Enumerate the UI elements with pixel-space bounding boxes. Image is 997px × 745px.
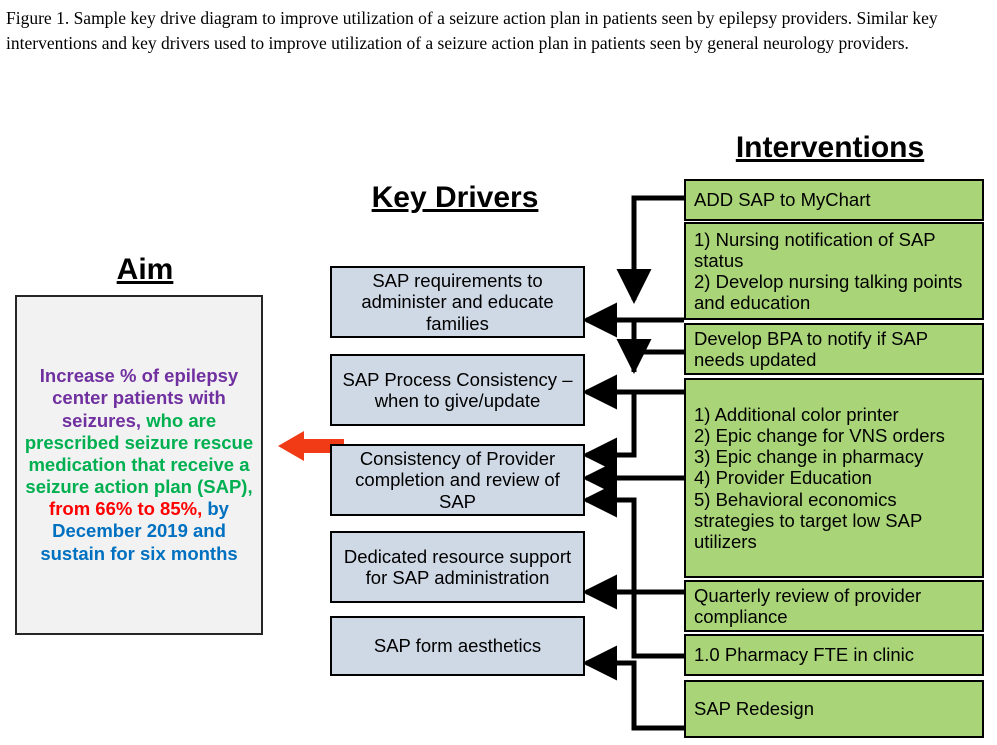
intervention-box-5[interactable]: Quarterly review of provider compliance [684, 580, 984, 632]
intervention-label-6: 1.0 Pharmacy FTE in clinic [694, 644, 915, 666]
key-driver-box-2[interactable]: SAP Process Consistency – when to give/u… [330, 354, 585, 426]
intervention-box-6[interactable]: 1.0 Pharmacy FTE in clinic [684, 634, 984, 676]
key-driver-label-5: SAP form aesthetics [373, 635, 542, 657]
connector-iv5-kd4 [581, 482, 684, 595]
aim-text-segment-1: Increase % of epilepsy center patients w… [39, 365, 239, 431]
intervention-box-7[interactable]: SAP Redesign [684, 680, 984, 738]
intervention-label-5: Quarterly review of provider compliance [694, 584, 922, 627]
aim-box: Increase % of epilepsy center patients w… [15, 295, 263, 635]
key-driver-box-5[interactable]: SAP form aesthetics [330, 616, 585, 676]
intervention-box-4[interactable]: 1) Additional color printer 2) Epic chan… [684, 378, 984, 578]
key-driver-label-4: Dedicated resource support for SAP admin… [343, 545, 572, 588]
key-driver-label-3: Consistency of Provider completion and r… [355, 448, 560, 512]
connector-iv6-kd4 [631, 592, 684, 659]
figure-caption: Figure 1. Sample key drive diagram to im… [6, 8, 938, 53]
connector-iv7-kd5 [581, 645, 684, 731]
connector-iv3-kd2 [616, 339, 684, 375]
connector-iv1-kd1 [616, 195, 684, 305]
key-driver-label-2: SAP Process Consistency – when to give/u… [342, 368, 573, 411]
intervention-box-1[interactable]: ADD SAP to MyChart [684, 179, 984, 221]
interventions-column-heading: Interventions [735, 131, 925, 164]
intervention-label-4: 1) Additional color printer 2) Epic chan… [694, 404, 945, 552]
aim-text-segment-2: who are prescribed seizure rescue medica… [24, 409, 254, 498]
key-driver-label-1: SAP requirements to administer and educa… [361, 270, 554, 334]
intervention-label-1: ADD SAP to MyChart [694, 189, 871, 211]
intervention-label-2: 1) Nursing notification of SAP status 2)… [694, 228, 963, 314]
intervention-box-2[interactable]: 1) Nursing notification of SAP status 2)… [684, 222, 984, 320]
key-drivers-column-heading: Key Drivers [371, 181, 539, 214]
key-driver-box-4[interactable]: Dedicated resource support for SAP admin… [330, 531, 585, 603]
key-driver-box-3[interactable]: Consistency of Provider completion and r… [330, 444, 585, 516]
intervention-box-3[interactable]: Develop BPA to notify if SAP needs updat… [684, 323, 984, 375]
intervention-label-7: SAP Redesign [694, 698, 814, 720]
connector-iv4-kd3 [581, 390, 637, 473]
aim-column-heading: Aim [116, 253, 174, 286]
aim-text-segment-4: by December 2019 and sustain for six mon… [40, 498, 238, 564]
aim-text-segment-3: from 66% to 85%, [49, 498, 203, 520]
intervention-label-3: Develop BPA to notify if SAP needs updat… [694, 327, 928, 370]
key-driver-box-1[interactable]: SAP requirements to administer and educa… [330, 266, 585, 338]
red-left-arrow-icon [278, 429, 344, 463]
aim-statement-text: Increase % of epilepsy center patients w… [23, 365, 255, 565]
